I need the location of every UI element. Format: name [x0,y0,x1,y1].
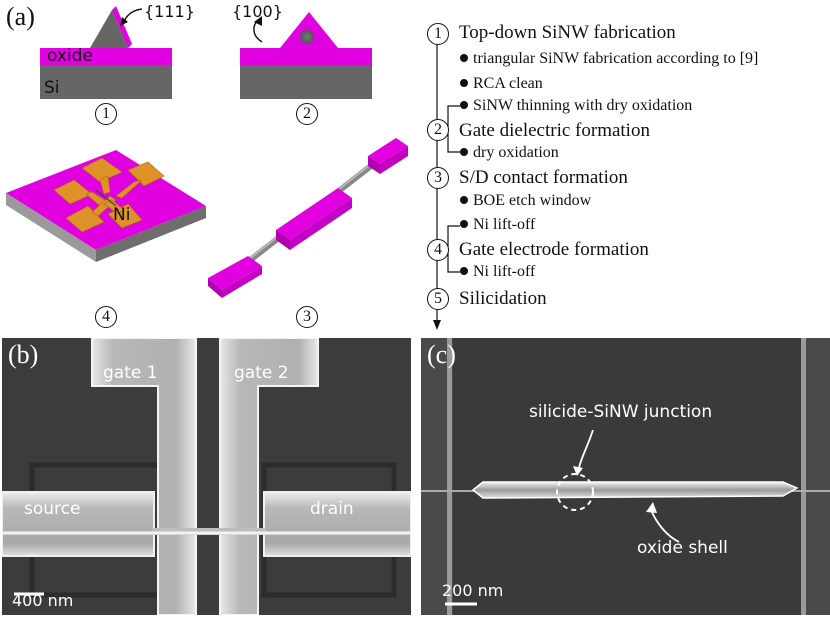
junction-label: silicide-SiNW junction [529,402,713,422]
bullet-icon [460,101,468,110]
flow-substep: BOE etch window [460,192,591,210]
gate-1-shape [91,338,197,615]
sinw-core-2 [300,30,314,44]
nanowire-mid-segment [276,188,352,240]
flow-substep: SiNW thinning with dry oxidation [460,97,692,115]
bullet-icon [460,79,468,88]
device-3d [6,150,206,262]
oxide-facet-1 [112,6,132,48]
flow-substep: Ni lift-off [460,216,535,234]
sem-image-c: (c) silicide-SiNW junction oxide shell 2… [421,338,830,615]
ni-pad-right-stem [115,179,143,199]
scale-bar-b-label: 400 nm [12,591,74,610]
oxide-layer-2 [240,48,372,65]
flow-step-4-marker: 4 [427,239,449,261]
facet-111-label: {111} [144,2,195,21]
sinw-triangle-1 [90,10,128,48]
flow-step-5-title: Silicidation [459,288,547,309]
silicided-nanowire [471,481,799,499]
flow-substep: RCA clean [460,75,543,93]
ni-pad-top [81,157,123,183]
flow-substep: Ni lift-off [460,263,535,281]
flow-substep: triangular SiNW fabrication according to… [460,50,758,68]
oxide-triangle-2 [280,12,338,48]
sem-image-b: (b) gate 1 gate 2 source drain 400 nm [2,338,411,615]
panel-c-label: (c) [427,340,456,369]
gate-1-label: gate 1 [103,363,158,383]
flow-step-3-marker: 3 [427,167,449,189]
step-marker-3: 3 [296,306,318,328]
gate-2-shape [219,338,319,615]
si-substrate-1 [40,65,172,99]
source-pad [2,491,155,557]
bullet-icon [460,148,468,157]
flow-step-2-title: Gate dielectric formation [459,120,650,141]
gate-2-label: gate 2 [234,363,289,383]
flow-step-3-title: S/D contact formation [459,167,628,188]
si-label: Si [44,78,60,98]
ni-pad-top-stem [99,175,111,195]
panel-a-schematics [6,6,408,298]
flow-step-2-marker: 2 [427,119,449,141]
device-left-face [6,193,96,262]
flow-step-1-title: Top-down SiNW fabrication [459,22,676,43]
nanowire-3d [208,138,408,298]
nanowire-pad-left [208,256,262,290]
step-marker-1: 1 [95,103,117,125]
flow-substep: dry oxidation [460,144,559,162]
flow-step-5-marker: 5 [427,288,449,310]
junction-marker [556,473,594,511]
junction-arrow [578,429,594,469]
flow-step-4-title: Gate electrode formation [459,239,649,260]
ni-label: Ni [113,205,131,225]
bullet-icon [460,220,468,229]
si-substrate-2 [240,65,372,99]
panel-a-label: (a) [6,2,35,31]
shell-arrow [650,509,680,543]
bullet-icon [460,54,468,63]
oxide-label: oxide [47,46,93,66]
scale-bar-c-label: 200 nm [442,581,504,600]
nanowire-pad-right [368,138,408,164]
shell-label: oxide shell [637,538,728,558]
cross-section-1 [40,6,172,99]
bullet-icon [460,196,468,205]
panel-b-label: (b) [8,340,39,369]
oxide-layer-1 [40,48,172,65]
facet-arrow-1 [123,8,143,23]
step-marker-4: 4 [95,306,117,328]
ni-electrodes [53,157,165,233]
device-nanowire [95,189,117,207]
flow-step-1-marker: 1 [427,23,449,45]
drain-label: drain [310,499,354,519]
bullet-icon [460,267,468,276]
device-right-face [96,206,206,262]
facet-100-label: {100} [232,2,283,21]
step-marker-2: 2 [296,103,318,125]
source-label: source [24,499,81,519]
drain-pad [263,491,411,557]
cross-section-2 [240,12,372,99]
